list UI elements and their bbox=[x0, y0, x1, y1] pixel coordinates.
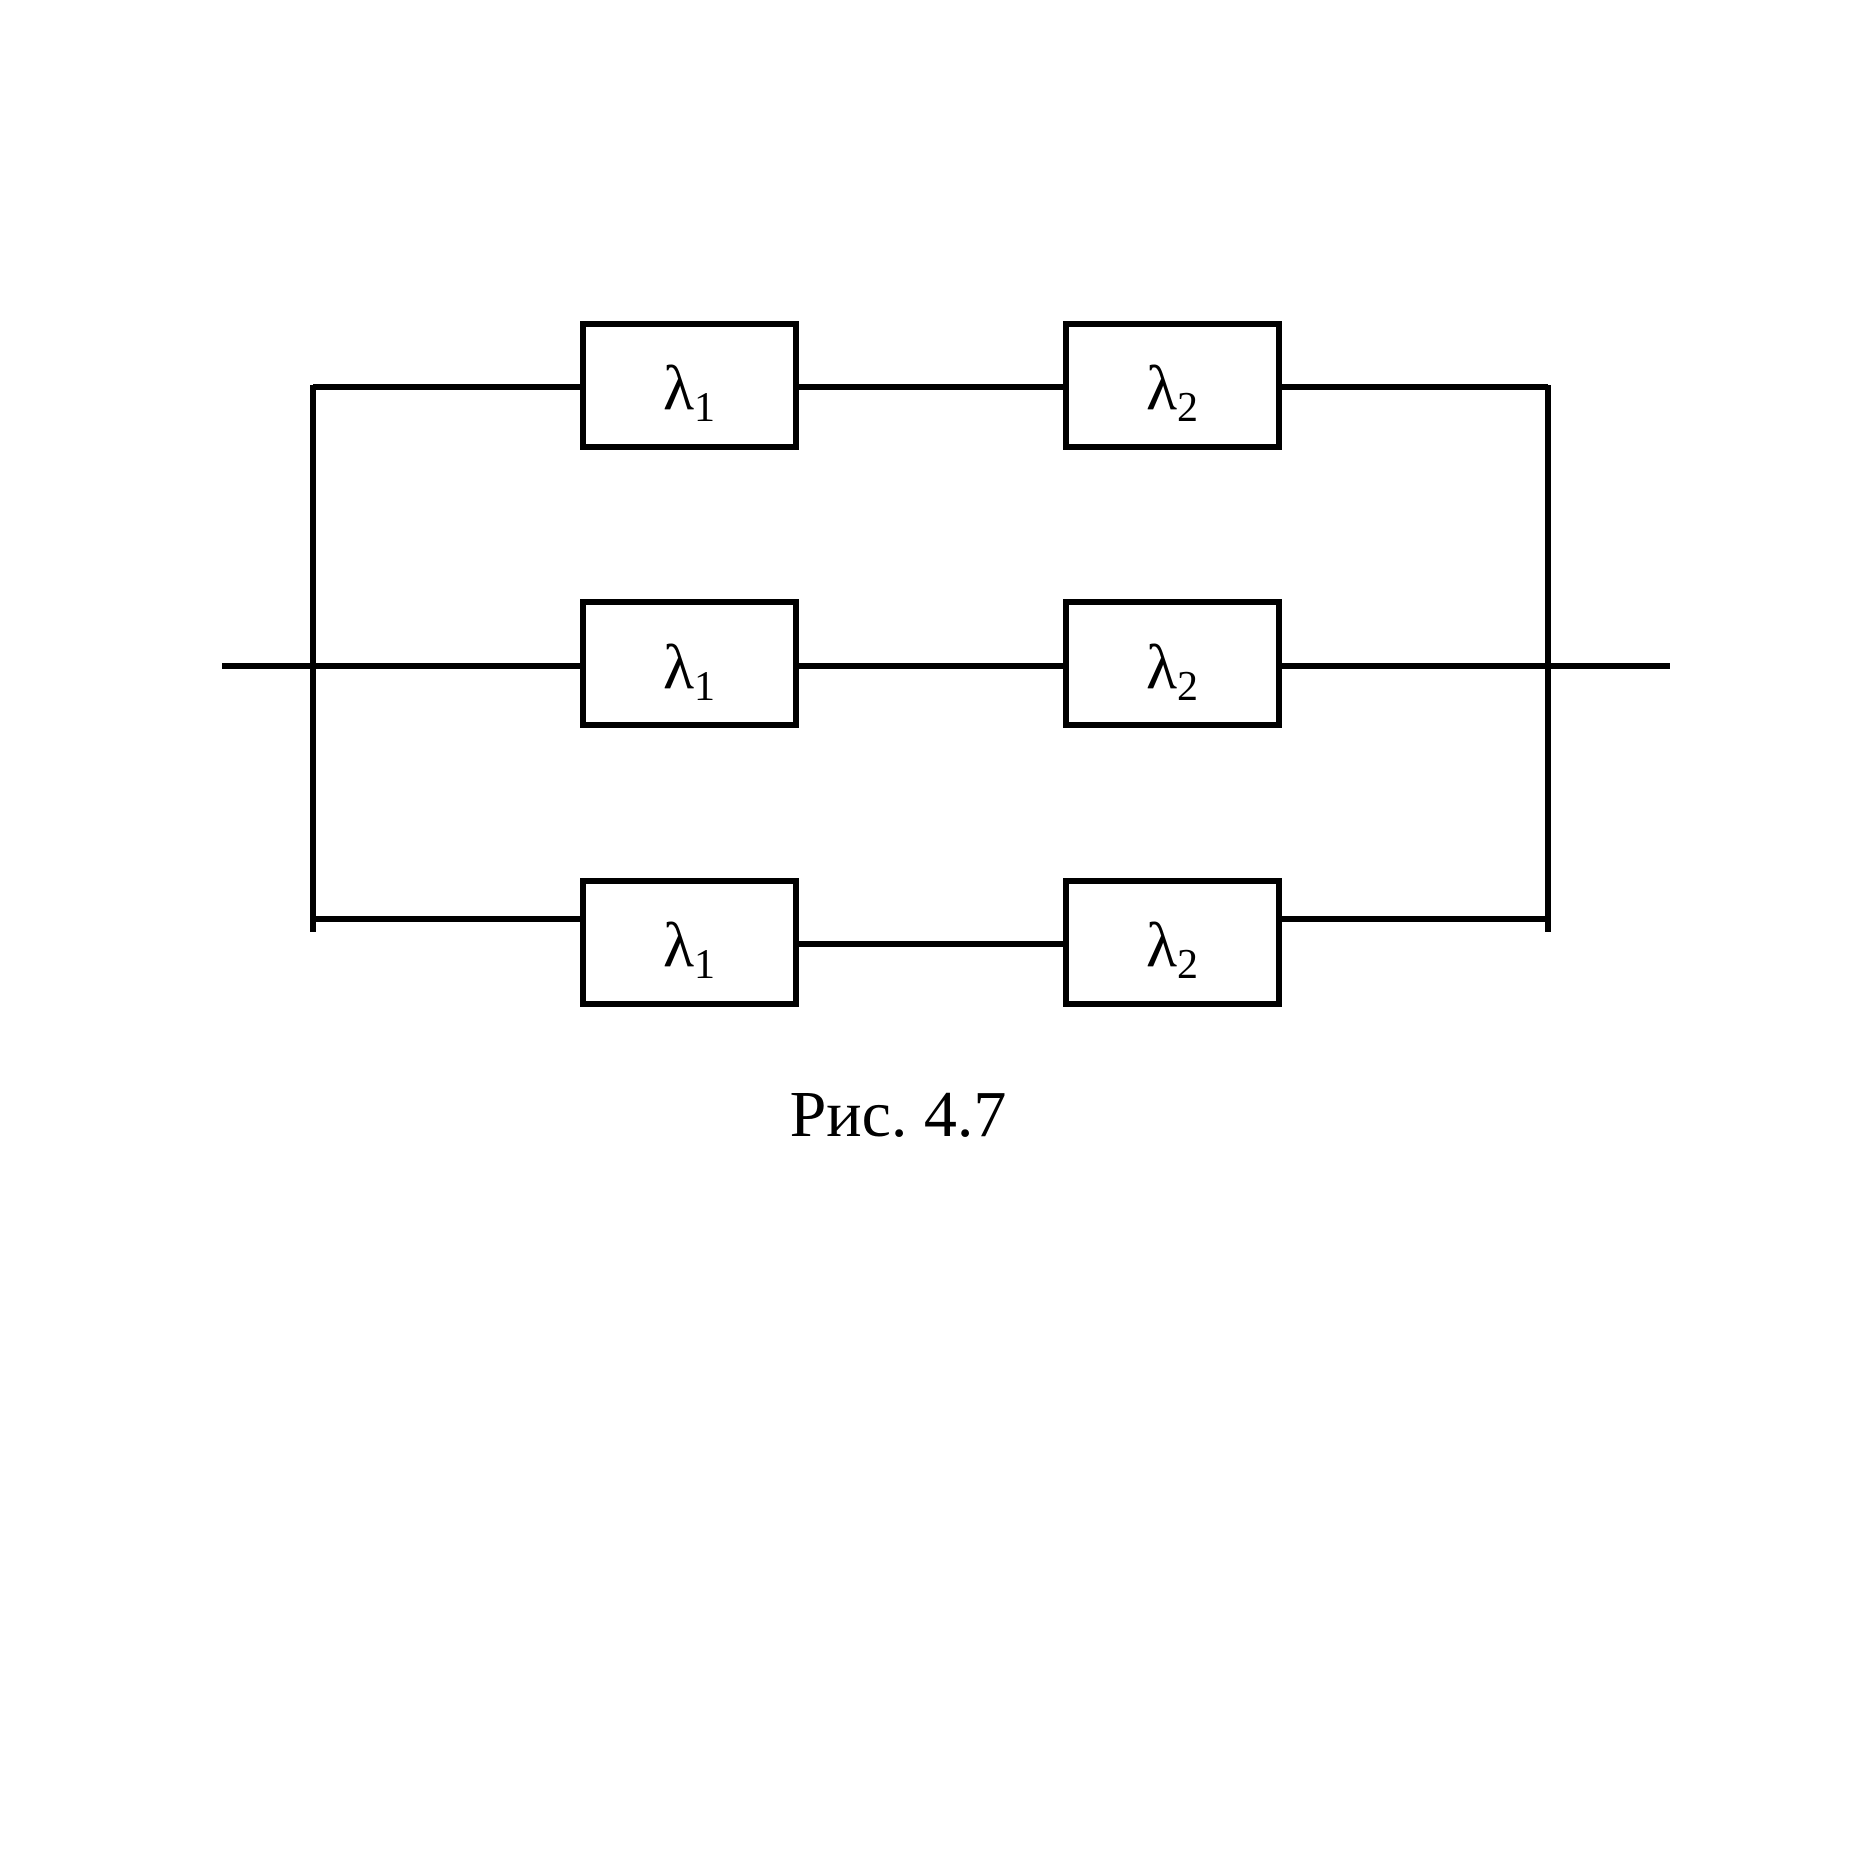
block-lambda1-middle bbox=[580, 599, 799, 728]
lambda-subscript: 1 bbox=[694, 385, 715, 431]
block-lambda2-middle bbox=[1063, 599, 1282, 728]
block-lambda2-top bbox=[1063, 321, 1282, 450]
lambda-subscript: 2 bbox=[1177, 664, 1198, 710]
lambda-symbol: λ bbox=[1146, 631, 1177, 702]
branch-middle: λ1 λ2 bbox=[313, 599, 1548, 728]
block-lambda1-top bbox=[580, 321, 799, 450]
block-lambda2-middle-label: λ2 bbox=[1146, 631, 1198, 710]
block-lambda1-middle-label: λ1 bbox=[663, 631, 715, 710]
block-lambda2-top-label: λ2 bbox=[1146, 352, 1198, 431]
figure-caption: Рис. 4.7 bbox=[790, 1078, 1007, 1151]
lambda-symbol: λ bbox=[663, 631, 694, 702]
lambda-subscript: 1 bbox=[694, 942, 715, 988]
lambda-subscript: 2 bbox=[1177, 385, 1198, 431]
block-lambda1-top-label: λ1 bbox=[663, 352, 715, 431]
lambda-symbol: λ bbox=[1146, 909, 1177, 980]
lambda-subscript: 1 bbox=[694, 664, 715, 710]
branch-top: λ1 λ2 bbox=[313, 321, 1548, 450]
block-lambda1-bottom-label: λ1 bbox=[663, 909, 715, 988]
branch-bottom: λ1 λ2 bbox=[313, 878, 1548, 1007]
block-lambda2-bottom bbox=[1063, 878, 1282, 1007]
lambda-symbol: λ bbox=[1146, 352, 1177, 423]
lambda-symbol: λ bbox=[663, 909, 694, 980]
lambda-symbol: λ bbox=[663, 352, 694, 423]
block-lambda2-bottom-label: λ2 bbox=[1146, 909, 1198, 988]
lambda-subscript: 2 bbox=[1177, 942, 1198, 988]
block-lambda1-bottom bbox=[580, 878, 799, 1007]
